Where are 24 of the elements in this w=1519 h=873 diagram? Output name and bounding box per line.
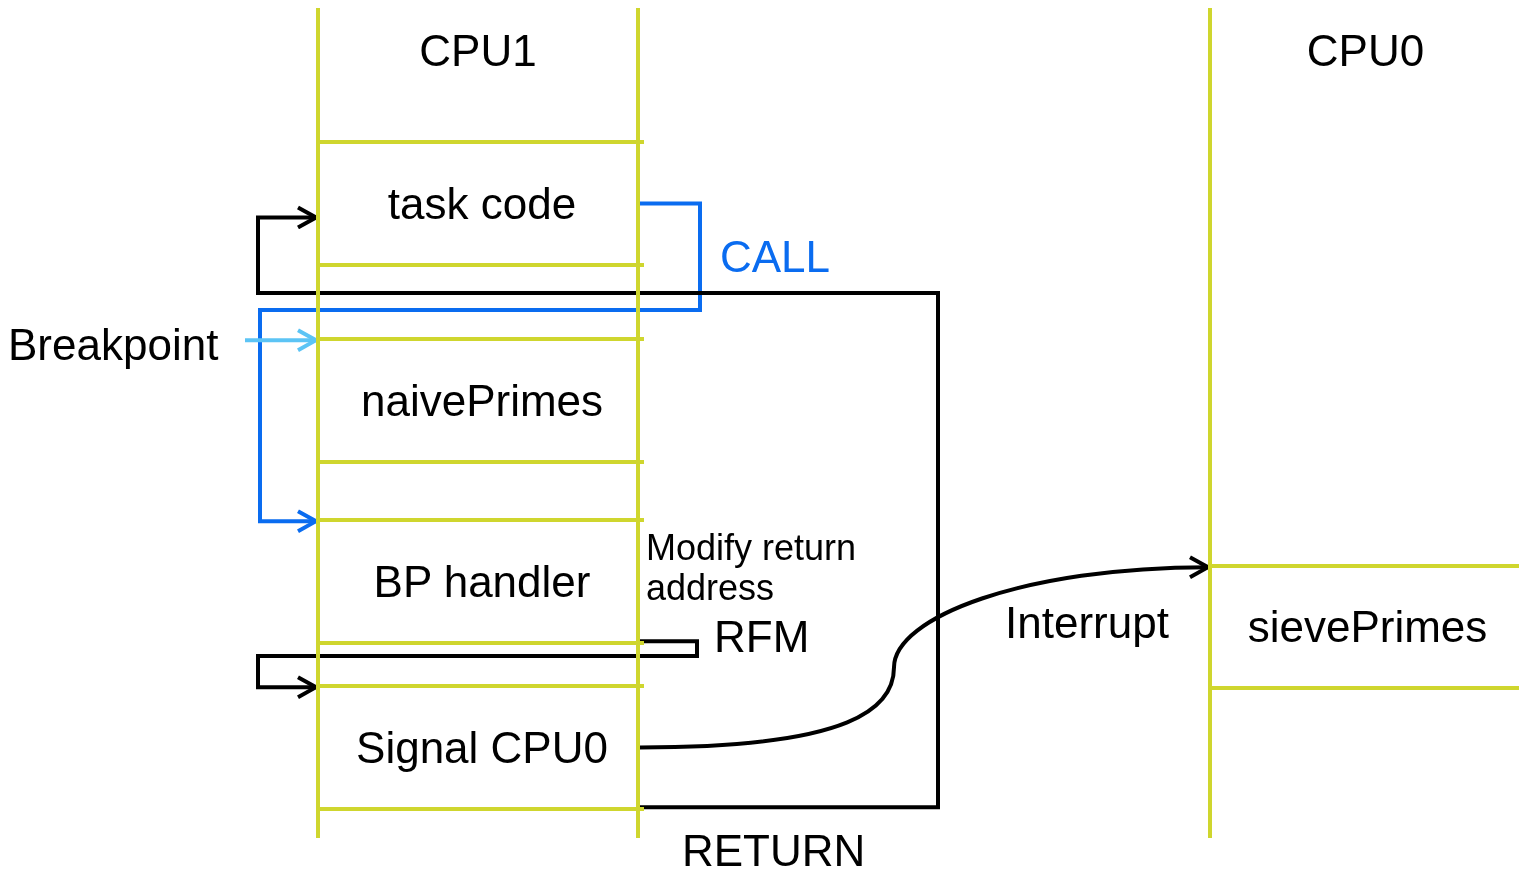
arrow [639,555,1210,750]
frame-label: sievePrimes [1247,602,1488,652]
edge-label: RFM [714,612,810,662]
stack-frame-box [320,518,644,645]
stack-frame-box [320,684,644,811]
arrow [245,328,318,353]
arrow [256,639,699,700]
frame-label: task code [387,178,577,229]
frame-label: naivePrimes [360,375,604,426]
frame-label: BP handler [373,556,591,607]
arrow [256,205,940,810]
note-text: Modify return address [646,528,858,608]
stack-frame-box [320,337,644,464]
edge-label: CALL [720,232,831,282]
edge-label: Interrupt [1005,598,1169,648]
stack-frame-box [320,140,644,267]
cpu-column [1208,8,1519,838]
frame-label: Signal CPU0 [356,722,608,773]
column-header: CPU1 [418,26,538,76]
column-header: CPU0 [1305,26,1426,76]
stack-frame-box [1212,564,1519,690]
breakpoint-label: Breakpoint [8,320,219,369]
edge-label: RETURN [682,826,866,873]
arrow [258,201,702,534]
